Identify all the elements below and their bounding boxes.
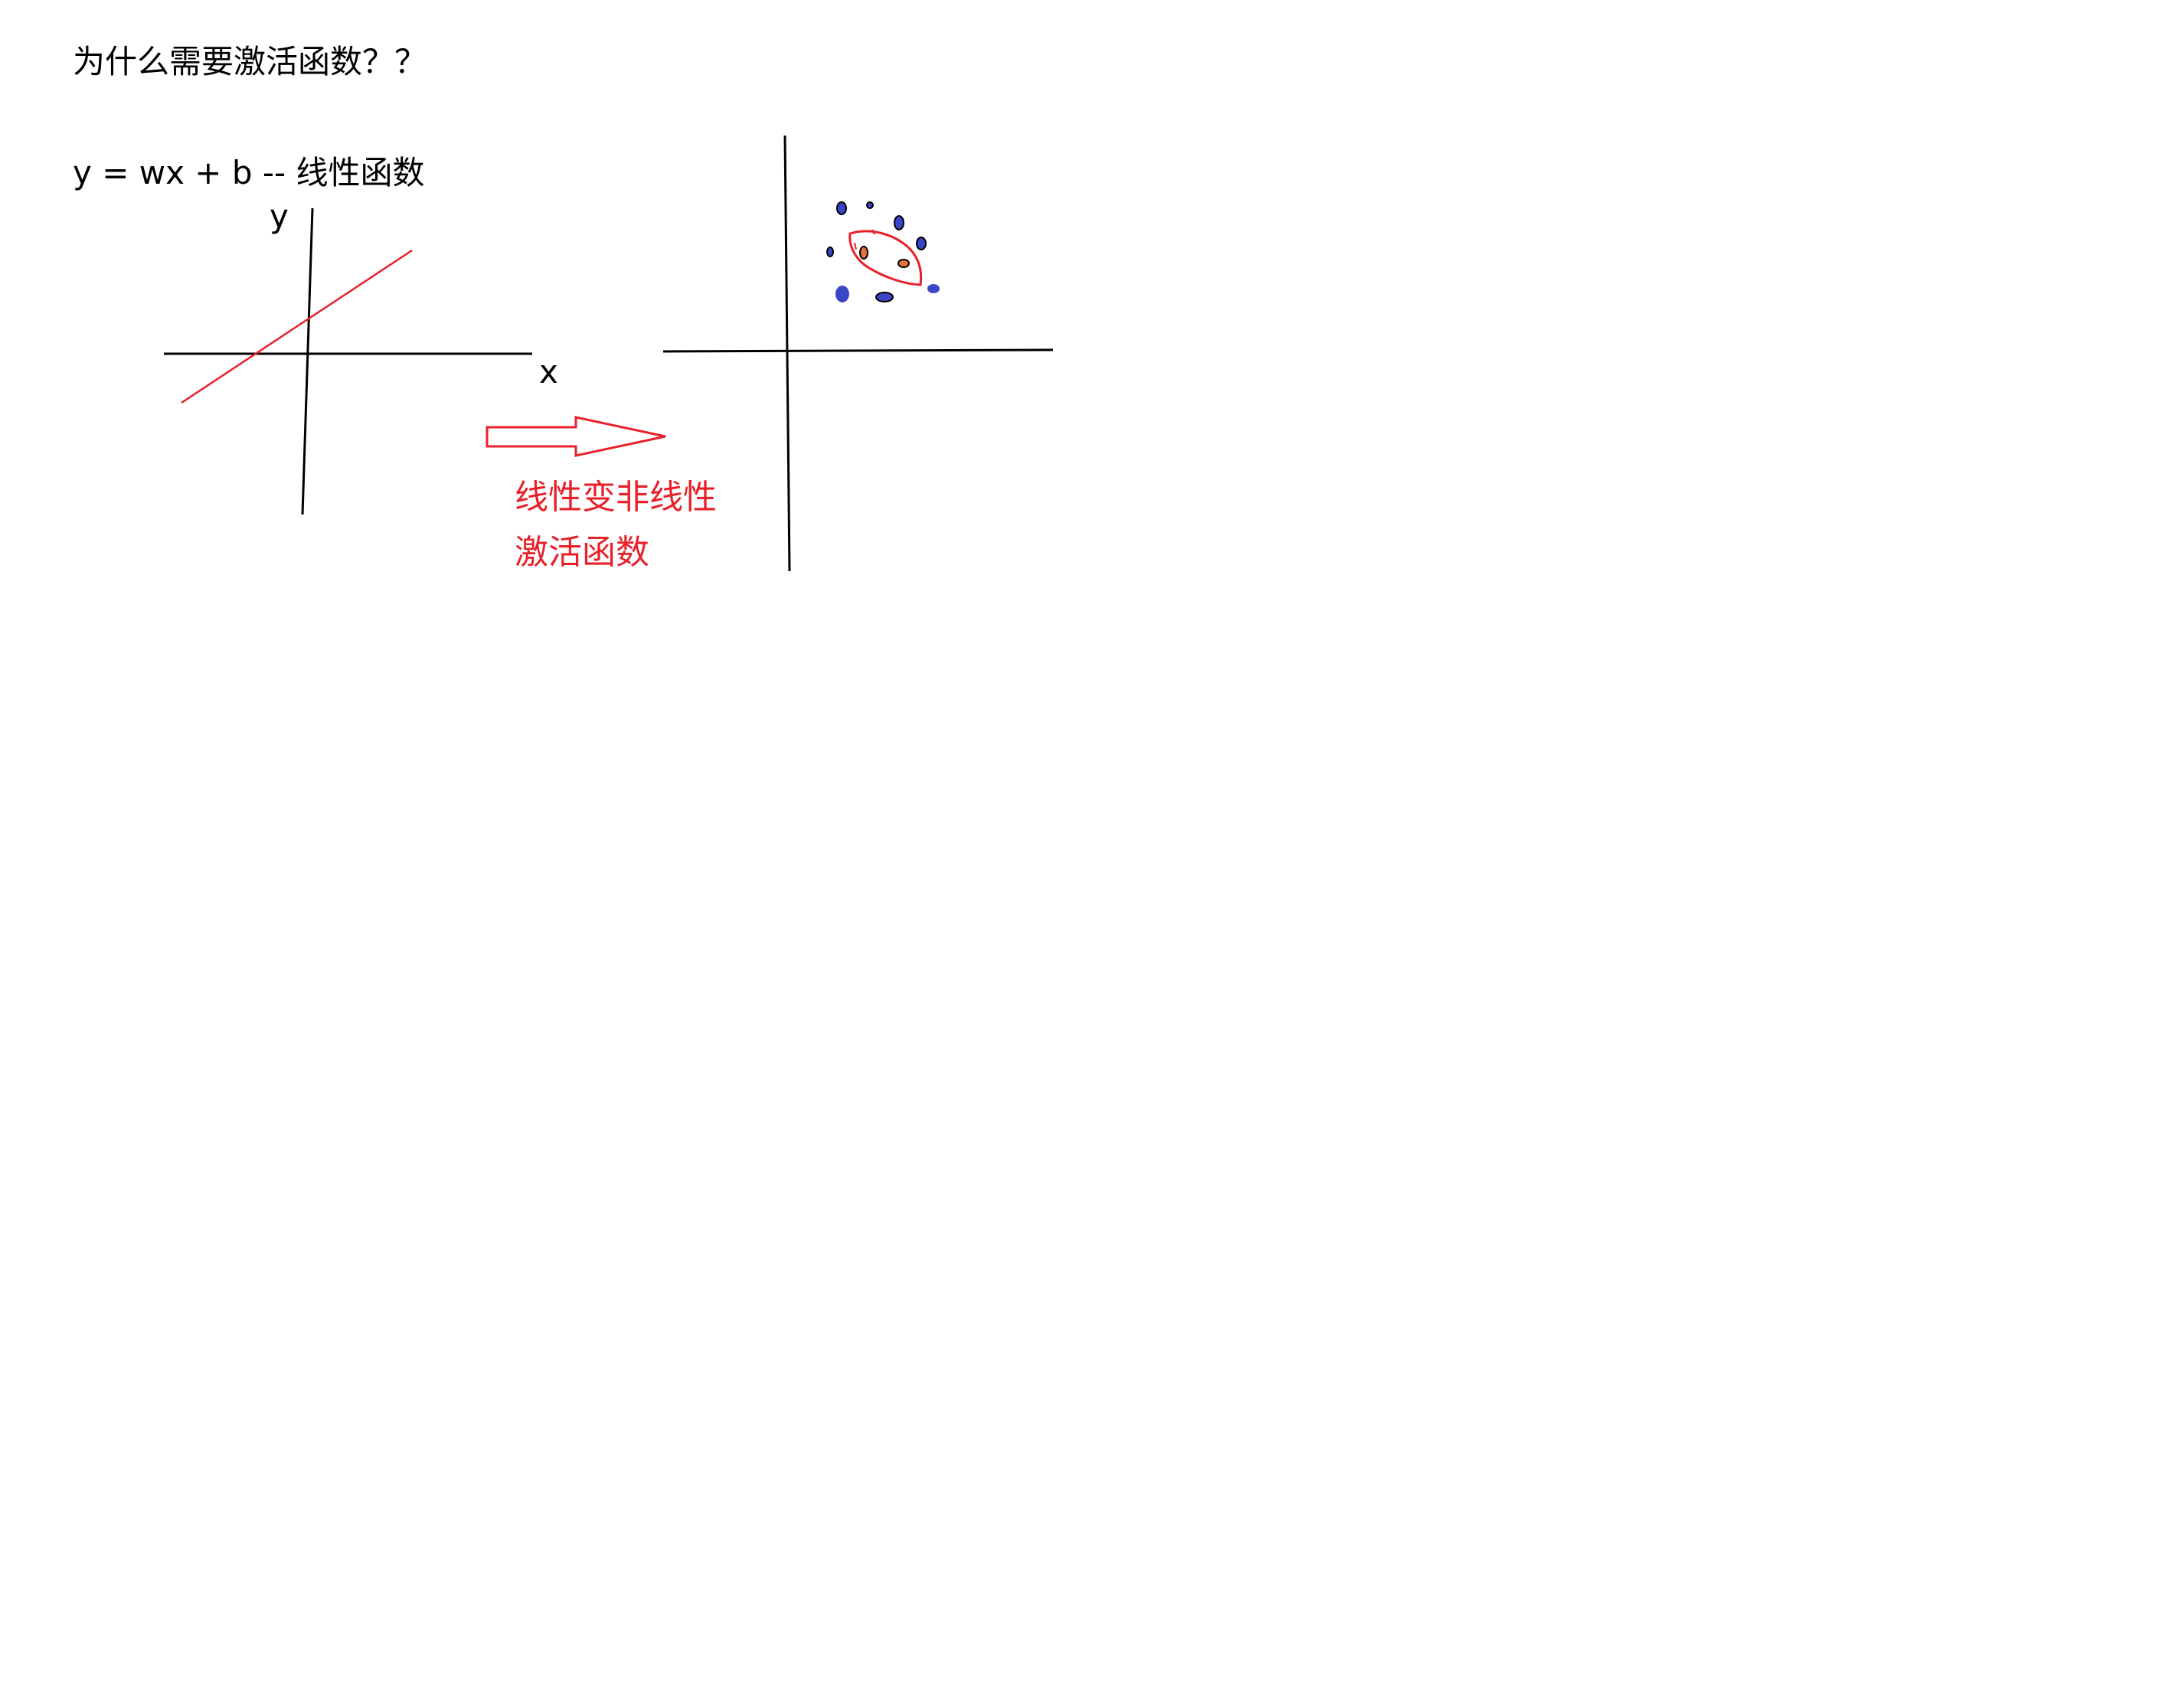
left-plot-x-label: x [539,353,558,390]
arrow-icon [486,416,666,457]
blue-point [826,247,834,257]
blue-point [894,215,904,230]
left-plot-y-axis [301,207,314,515]
arrow-label-nonlinear: 线性变非线性 [515,478,717,517]
right-plot-y-axis [783,135,791,572]
page-title: 为什么需要激活函数？？ [73,43,427,80]
orange-point [859,246,868,260]
transform-arrow [486,416,666,457]
nonlinear-boundary [848,230,923,286]
boundary-tick [854,242,857,250]
orange-point [897,259,910,268]
blue-point [916,237,927,250]
boundary-tick [871,229,875,235]
linear-function-line [181,249,413,404]
arrow-label-activation: 激活函数 [515,533,649,572]
right-plot [662,135,1054,572]
blue-point [835,286,849,302]
left-plot [164,207,532,515]
left-plot-y-label: y [270,198,289,235]
blue-point [866,201,874,209]
blue-point [927,284,940,293]
right-plot-x-axis [662,348,1054,353]
blue-point [875,292,894,302]
blue-point [836,201,847,215]
formula-text: y = wx + b -- 线性函数 [73,154,425,191]
